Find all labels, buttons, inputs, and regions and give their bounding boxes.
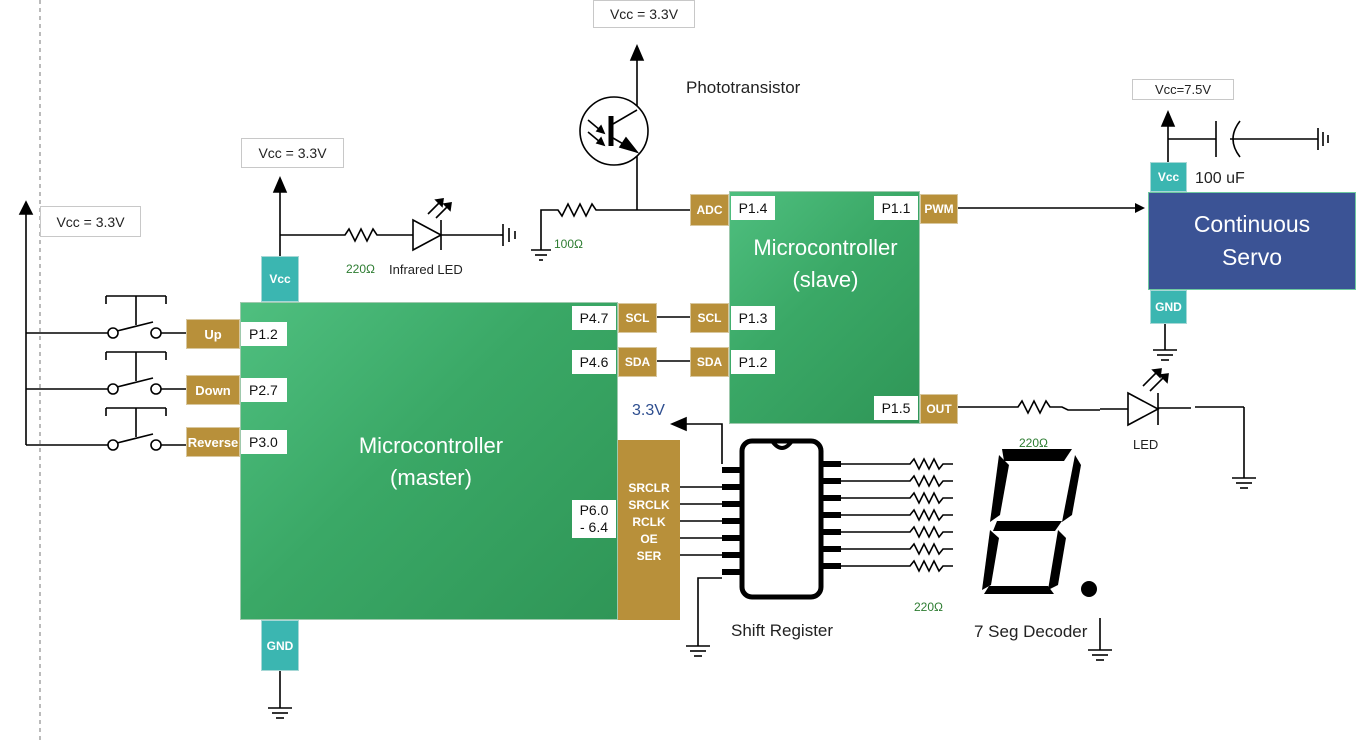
master-vcc-pin: Vcc: [261, 256, 299, 302]
master-pin-reverse: P3.0: [241, 430, 287, 454]
ir-resistor-value: 220Ω: [346, 262, 375, 276]
segment-resistor-array: [841, 457, 953, 573]
infrared-led-symbol: [387, 198, 516, 252]
master-gnd-pin: GND: [261, 620, 299, 671]
slave-out: OUT: [920, 394, 958, 424]
master-pin-sr: P6.0 - 6.4: [572, 500, 616, 538]
master-input-down: Down: [186, 375, 240, 405]
master-supply-label: Vcc = 3.3V: [241, 138, 344, 168]
switch-down: [105, 351, 186, 395]
master-microcontroller: Microcontroller (master): [240, 302, 618, 620]
master-input-reverse: Reverse: [186, 427, 240, 457]
master-pin-up: P1.2: [241, 322, 287, 346]
switch-supply-rail: [18, 200, 110, 446]
capacitor-label: 100 uF: [1195, 170, 1245, 187]
seven-segment-display: [982, 449, 1097, 597]
slave-pin-scl: P1.3: [731, 306, 775, 330]
servo-supply-label: Vcc=7.5V: [1132, 79, 1234, 100]
top-supply-label: Vcc = 3.3V: [593, 0, 695, 28]
switch-up: [105, 295, 186, 339]
switch-supply-label: Vcc = 3.3V: [40, 206, 141, 237]
master-vcc-wire: [272, 175, 337, 263]
shift-register-vcc-label: 3.3V: [632, 402, 665, 419]
segment-resistor-value: 220Ω: [914, 600, 943, 614]
seven-seg-label: 7 Seg Decoder: [974, 622, 1088, 641]
slave-adc: ADC: [690, 194, 729, 226]
sr-signal-srclr: SRCLR: [628, 481, 670, 495]
led-resistor-value: 220Ω: [1019, 436, 1048, 450]
master-sda: SDA: [618, 347, 657, 377]
continuous-servo: Continuous Servo: [1148, 192, 1356, 290]
led-label: LED: [1133, 437, 1159, 452]
switch-reverse: [105, 407, 186, 451]
ir-resistor-symbol: [337, 227, 387, 243]
sr-signal-ser: SER: [636, 549, 662, 563]
slave-title: Microcontroller (slave): [753, 235, 898, 292]
master-scl: SCL: [618, 303, 657, 333]
sr-signal-srclk: SRCLK: [628, 498, 670, 512]
photo-resistor-value: 100Ω: [554, 237, 583, 251]
servo-vcc-pin: Vcc: [1150, 162, 1187, 192]
sr-signal-rclk: RCLK: [632, 515, 666, 529]
seven-seg-gnd: [1088, 618, 1112, 661]
slave-sda: SDA: [690, 347, 729, 377]
infrared-led-label: Infrared LED: [389, 262, 463, 277]
servo-vcc-wire: [1160, 109, 1329, 162]
master-pin-sda: P4.6: [572, 350, 616, 374]
servo-gnd-wire: [1153, 324, 1177, 361]
slave-pin-out: P1.5: [874, 396, 918, 420]
photo-resistor-symbol: [531, 202, 637, 261]
slave-pin-adc: P1.4: [731, 196, 775, 220]
servo-gnd-pin: GND: [1150, 290, 1187, 324]
phototransistor-label: Phototransistor: [686, 78, 801, 97]
slave-pin-pwm: P1.1: [874, 196, 918, 220]
master-title: Microcontroller (master): [358, 433, 504, 490]
master-pin-down: P2.7: [241, 378, 287, 402]
master-pin-scl: P4.7: [572, 306, 616, 330]
slave-scl: SCL: [690, 303, 729, 333]
shift-register-symbol: [669, 416, 841, 657]
led-output-wire: [958, 368, 1256, 489]
sr-signal-oe: OE: [640, 532, 658, 546]
shift-register-label: Shift Register: [731, 621, 834, 640]
master-sr-bus: SRCLR SRCLK RCLK OE SER: [618, 440, 680, 620]
master-input-up: Up: [186, 319, 240, 349]
slave-pin-sda: P1.2: [731, 350, 775, 374]
phototransistor-symbol: [579, 43, 690, 211]
slave-pwm: PWM: [920, 194, 958, 224]
master-gnd-wire: [268, 671, 292, 719]
